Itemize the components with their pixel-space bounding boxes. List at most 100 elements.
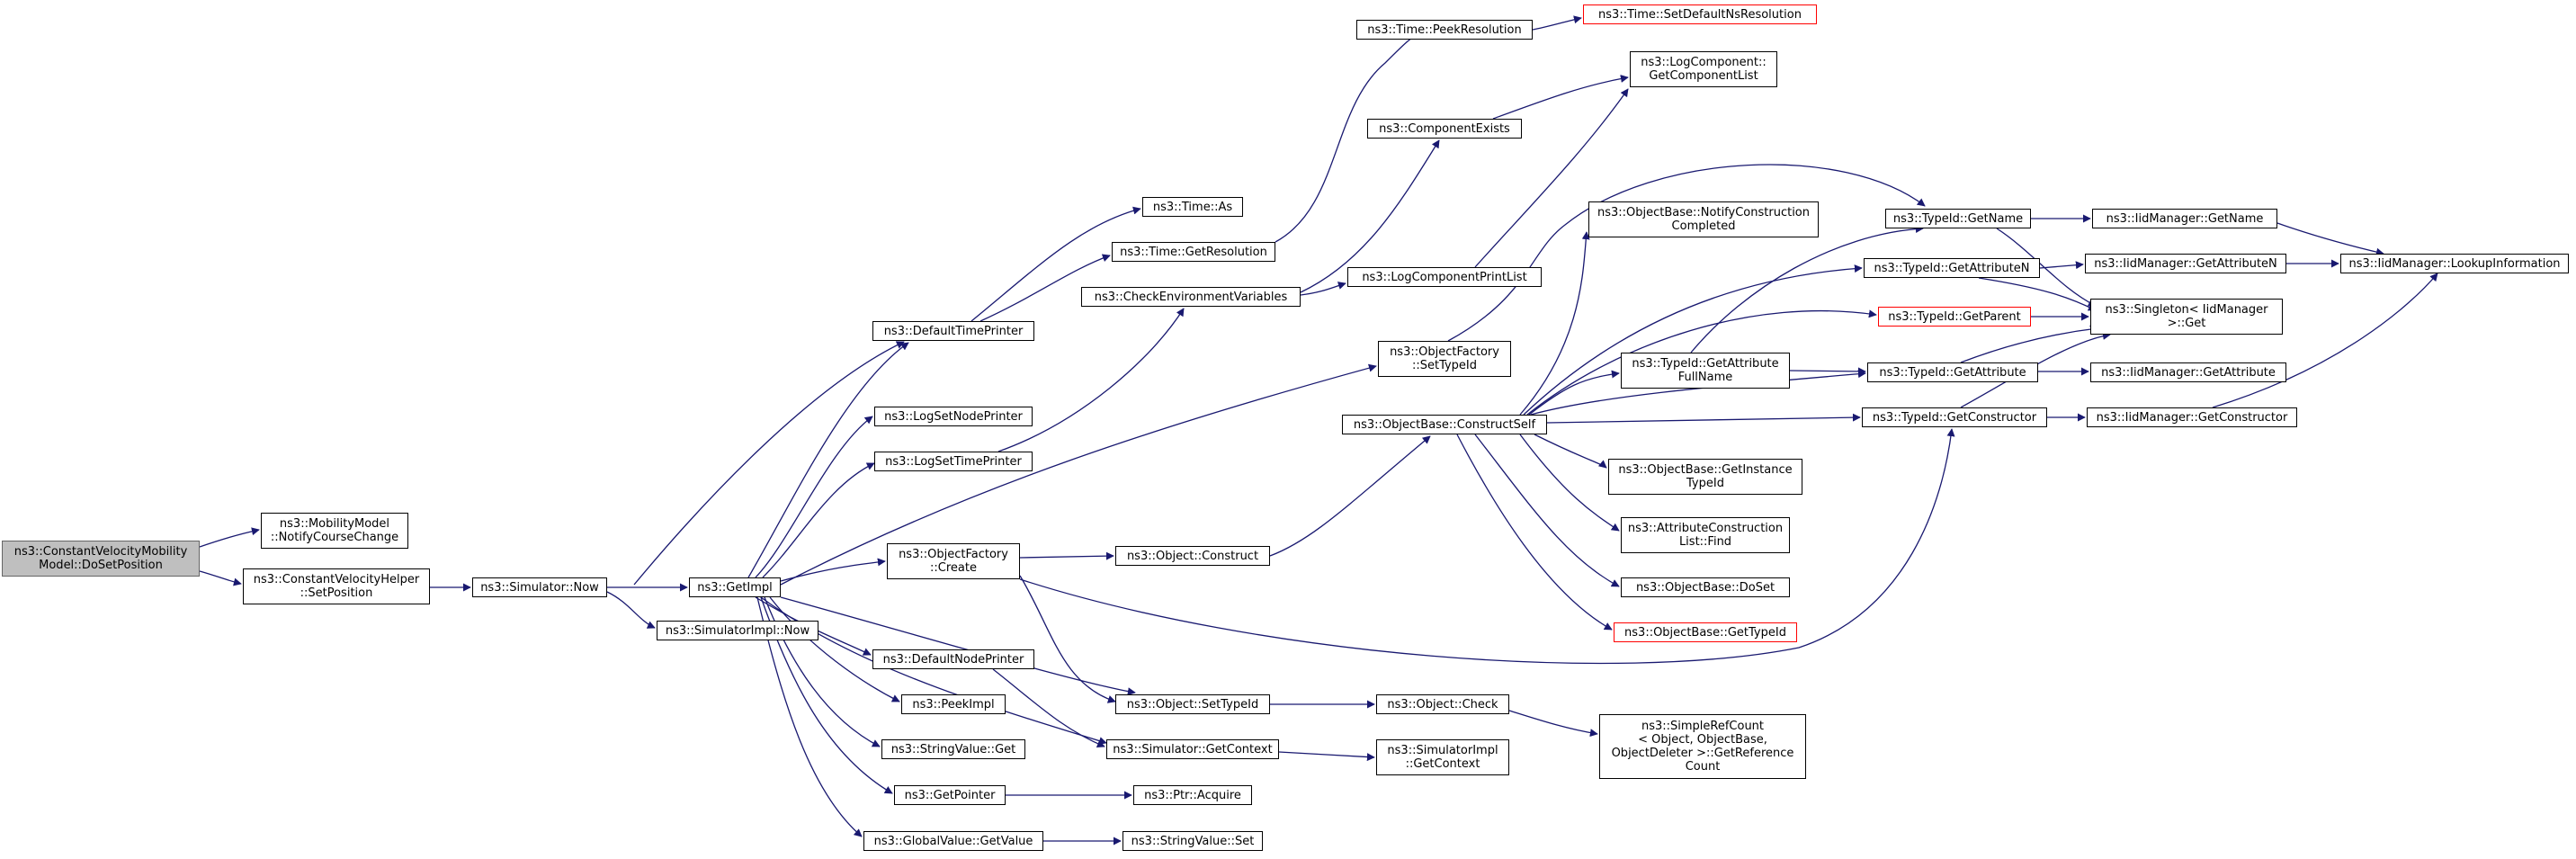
node-simplerefcount-getreferencecount[interactable]: ns3::SimpleRefCount < Object, ObjectBase… — [1599, 714, 1806, 779]
node-label: ns3::StringValue::Set — [1131, 834, 1255, 848]
node-attributeconstructionlist-find[interactable]: ns3::AttributeConstruction List::Find — [1621, 517, 1790, 553]
node-label: ns3::GetPointer — [904, 788, 996, 802]
node-time-getresolution[interactable]: ns3::Time::GetResolution — [1112, 242, 1275, 262]
node-simulatorimpl-now[interactable]: ns3::SimulatorImpl::Now — [657, 621, 818, 640]
call-edge — [970, 206, 1141, 322]
node-time-peekresolution[interactable]: ns3::Time::PeekResolution — [1356, 20, 1533, 40]
node-label: ns3::ObjectBase::DoSet — [1635, 580, 1775, 595]
node-logsettimeprinter[interactable]: ns3::LogSetTimePrinter — [874, 452, 1033, 471]
call-edge — [1996, 228, 2097, 307]
node-objectbase-gettypeid[interactable]: ns3::ObjectBase::GetTypeId — [1614, 622, 1797, 642]
node-objectbase-constructself[interactable]: ns3::ObjectBase::ConstructSelf — [1342, 415, 1547, 434]
node-typeid-getattribute[interactable]: ns3::TypeId::GetAttribute — [1867, 362, 2038, 382]
node-label: ns3::ObjectBase::ConstructSelf — [1353, 417, 1536, 432]
call-edge — [1960, 325, 2098, 363]
node-label: ns3::Object::SetTypeId — [1126, 697, 1259, 711]
node-objectfactory-settypeid[interactable]: ns3::ObjectFactory ::SetTypeId — [1378, 341, 1511, 377]
node-object-check[interactable]: ns3::Object::Check — [1376, 694, 1509, 714]
node-label: ns3::Singleton< IidManager >::Get — [2105, 303, 2268, 330]
call-edge — [1534, 434, 1607, 469]
node-stringvalue-get[interactable]: ns3::StringValue::Get — [881, 739, 1025, 759]
call-edge — [1474, 88, 1629, 268]
call-edge — [1019, 575, 1116, 703]
node-simulator-now[interactable]: ns3::Simulator::Now — [472, 577, 607, 597]
node-iidmanager-getattributen[interactable]: ns3::IidManager::GetAttributeN — [2085, 254, 2286, 273]
node-logcomponentprintlist[interactable]: ns3::LogComponentPrintList — [1347, 267, 1542, 287]
node-label: ns3::ObjectFactory ::Create — [899, 548, 1008, 575]
node-logcomponent-getcomponentlist[interactable]: ns3::LogComponent:: GetComponentList — [1630, 51, 1777, 87]
node-defaultnodeprinter[interactable]: ns3::DefaultNodePrinter — [872, 649, 1034, 669]
node-typeid-getparent[interactable]: ns3::TypeId::GetParent — [1878, 307, 2031, 327]
node-label: ns3::ObjectBase::GetTypeId — [1624, 625, 1786, 640]
node-typeid-getattributefullname[interactable]: ns3::TypeId::GetAttribute FullName — [1621, 353, 1790, 389]
node-globalvalue-getvalue[interactable]: ns3::GlobalValue::GetValue — [863, 831, 1043, 851]
node-simulatorimpl-getcontext[interactable]: ns3::SimulatorImpl ::GetContext — [1376, 739, 1509, 775]
node-label: ns3::LogSetTimePrinter — [885, 454, 1022, 469]
node-label: ns3::SimpleRefCount < Object, ObjectBase… — [1611, 720, 1794, 774]
call-edge — [1519, 434, 1620, 532]
call-edge — [1300, 282, 1346, 296]
node-simulator-getcontext[interactable]: ns3::Simulator::GetContext — [1106, 739, 1279, 759]
node-logsetnodeprinter[interactable]: ns3::LogSetNodePrinter — [874, 407, 1033, 426]
node-label: ns3::ObjectBase::GetInstance TypeId — [1618, 463, 1793, 490]
node-label: ns3::IidManager::GetAttribute — [2101, 365, 2276, 380]
node-iidmanager-getconstructor[interactable]: ns3::IidManager::GetConstructor — [2087, 407, 2297, 427]
node-typeid-getattributen[interactable]: ns3::TypeId::GetAttributeN — [1864, 258, 2040, 278]
call-edge — [992, 668, 1105, 748]
node-getpointer[interactable]: ns3::GetPointer — [894, 785, 1006, 805]
call-edge — [1523, 264, 1863, 416]
node-label: ns3::IidManager::GetAttributeN — [2094, 256, 2277, 271]
call-edge — [1528, 370, 1620, 416]
node-iidmanager-getattribute[interactable]: ns3::IidManager::GetAttribute — [2090, 362, 2286, 382]
node-label: ns3::LogComponent:: GetComponentList — [1641, 56, 1767, 83]
node-iidmanager-lookupinformation[interactable]: ns3::IidManager::LookupInformation — [2340, 254, 2569, 273]
node-label: ns3::DefaultNodePrinter — [882, 652, 1024, 667]
node-label: ns3::IidManager::GetConstructor — [2096, 410, 2288, 425]
node-object-construct[interactable]: ns3::Object::Construct — [1115, 546, 1270, 566]
node-label: ns3::Simulator::GetContext — [1113, 742, 1273, 756]
node-label: ns3::TypeId::GetAttributeN — [1874, 261, 2030, 275]
node-label: ns3::Time::SetDefaultNsResolution — [1598, 7, 1802, 22]
node-iidmanager-getname[interactable]: ns3::IidManager::GetName — [2092, 209, 2277, 228]
call-edge — [1278, 751, 1375, 762]
node-objectfactory-create[interactable]: ns3::ObjectFactory ::Create — [887, 543, 1020, 579]
node-label: ns3::Object::Construct — [1126, 549, 1259, 563]
node-label: ns3::PeekImpl — [912, 697, 995, 711]
node-label: ns3::SimulatorImpl::Now — [665, 623, 810, 638]
node-object-settypeid[interactable]: ns3::Object::SetTypeId — [1115, 694, 1270, 714]
node-singleton-iidmanager-get[interactable]: ns3::Singleton< IidManager >::Get — [2090, 299, 2283, 335]
node-ptr-acquire[interactable]: ns3::Ptr::Acquire — [1133, 785, 1252, 805]
node-time-setdefaultnsresolution[interactable]: ns3::Time::SetDefaultNsResolution — [1583, 4, 1817, 24]
node-label: ns3::StringValue::Get — [890, 742, 1016, 756]
node-label: ns3::ComponentExists — [1379, 121, 1510, 136]
node-objectbase-getinstancetypeid[interactable]: ns3::ObjectBase::GetInstance TypeId — [1608, 459, 1802, 495]
node-getimpl[interactable]: ns3::GetImpl — [689, 577, 781, 597]
node-peekimpl[interactable]: ns3::PeekImpl — [901, 694, 1006, 714]
node-typeid-getname[interactable]: ns3::TypeId::GetName — [1885, 209, 2031, 228]
node-time-as[interactable]: ns3::Time::As — [1142, 197, 1243, 217]
node-stringvalue-set[interactable]: ns3::StringValue::Set — [1123, 831, 1263, 851]
node-objectbase-notifyconstructioncompleted[interactable]: ns3::ObjectBase::NotifyConstruction Comp… — [1588, 201, 1819, 237]
node-label: ns3::GlobalValue::GetValue — [873, 834, 1033, 848]
node-label: ns3::TypeId::GetName — [1892, 211, 2024, 226]
node-constantvelocitymobility-dosetposition: ns3::ConstantVelocityMobility Model::DoS… — [2, 541, 200, 577]
call-edge — [1978, 277, 2097, 311]
call-edge — [1532, 15, 1582, 31]
node-label: ns3::DefaultTimePrinter — [883, 324, 1024, 338]
node-label: ns3::Time::GetResolution — [1120, 245, 1267, 259]
node-defaulttimeprinter[interactable]: ns3::DefaultTimePrinter — [872, 321, 1034, 341]
call-edge — [1456, 434, 1613, 631]
call-edge — [979, 254, 1111, 322]
node-constantvelocityhelper-setposition[interactable]: ns3::ConstantVelocityHelper ::SetPositio… — [243, 568, 430, 604]
call-edge — [762, 462, 875, 578]
node-checkenvironmentvariables[interactable]: ns3::CheckEnvironmentVariables — [1081, 287, 1301, 307]
call-edge — [1526, 309, 1877, 416]
node-typeid-getconstructor[interactable]: ns3::TypeId::GetConstructor — [1862, 407, 2047, 427]
node-componentexists[interactable]: ns3::ComponentExists — [1367, 119, 1522, 139]
node-objectbase-doset[interactable]: ns3::ObjectBase::DoSet — [1621, 577, 1790, 597]
node-label: ns3::ConstantVelocityHelper ::SetPositio… — [253, 573, 420, 600]
call-edge — [769, 596, 900, 702]
node-label: ns3::Simulator::Now — [480, 580, 599, 595]
node-mobilitymodel-notifycoursechange[interactable]: ns3::MobilityModel ::NotifyCourseChange — [261, 513, 408, 549]
call-edge — [2276, 222, 2384, 256]
